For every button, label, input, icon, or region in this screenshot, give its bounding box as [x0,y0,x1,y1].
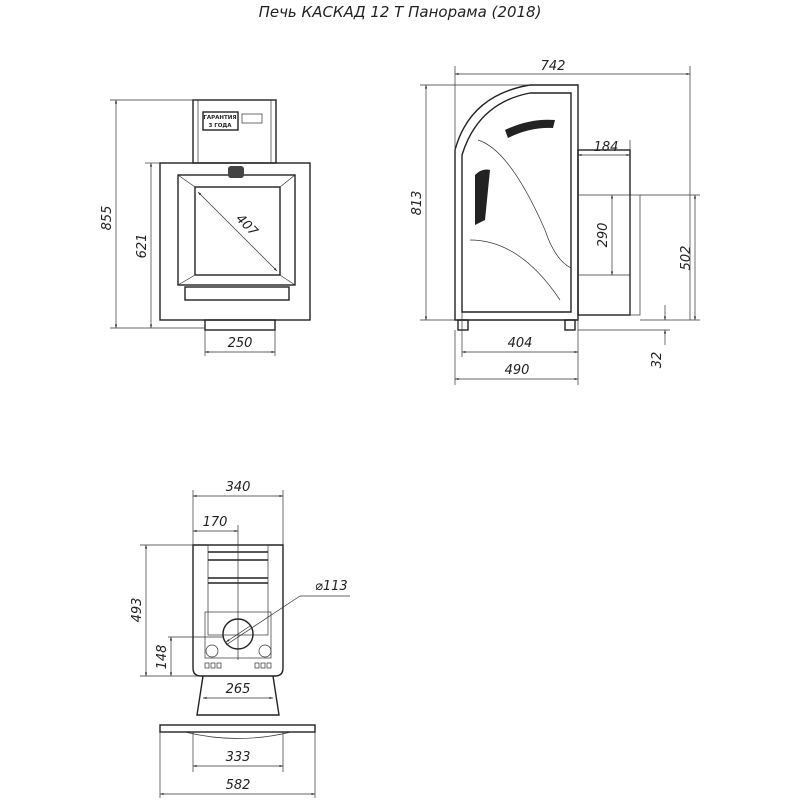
door-handle-icon [228,166,244,178]
dim-pipe-offset: 184 [594,140,619,155]
warranty-plate [202,111,239,131]
dim-base-width: 250 [228,336,253,351]
front-view: ГАРАНТИЯ 3 ГОДА 855 621 407 250 [100,99,311,356]
dim-body-depth: 490 [505,363,530,378]
dim-center-offset: 170 [203,515,228,530]
dim-leg-height: 32 [650,352,665,369]
dim-height-total: 855 [100,206,115,231]
top-view: 340 170 ⌀113 493 148 265 333 582 [130,480,350,798]
warranty-label-line2: 3 ГОДА [208,123,232,129]
dim-height: 813 [410,191,425,216]
side-view: 742 184 813 290 502 32 404 490 [410,59,700,385]
dim-height-body: 621 [135,234,150,259]
warranty-label-line1: ГАРАНТИЯ [203,115,236,121]
dim-plate-inner: 333 [226,750,251,765]
dim-glass-diagonal: 407 [232,211,261,240]
vent-slot-icon [475,169,490,225]
dim-pipe-height: 290 [596,223,611,248]
dim-plate-width: 582 [226,778,251,793]
drawing-title: Печь КАСКАД 12 Т Панорама (2018) [259,3,542,21]
vent-slot-icon [505,119,555,138]
dim-flue-diameter: ⌀113 [315,579,348,594]
dim-base-width: 265 [226,682,251,697]
dim-flue-axis: 148 [155,645,170,670]
dim-width: 340 [226,480,251,495]
dim-depth: 493 [130,598,145,623]
dim-body-depth-inner: 404 [508,336,533,351]
dim-pipe-axis-height: 502 [679,246,694,271]
dim-depth-total: 742 [541,59,566,74]
